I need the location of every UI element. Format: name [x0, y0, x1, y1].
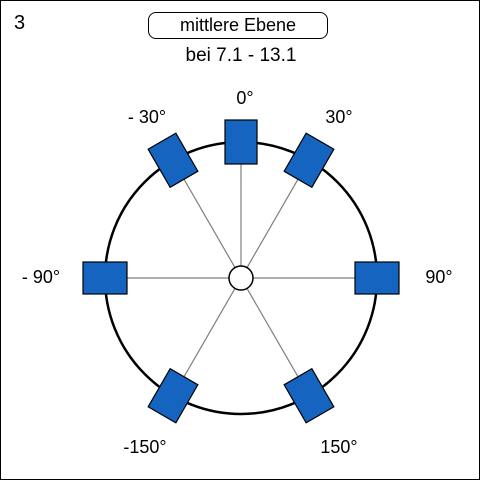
speaker-label-0: 0° — [236, 88, 253, 108]
speaker-m30 — [147, 132, 199, 189]
listener-position — [228, 265, 254, 291]
speaker-m90 — [82, 261, 128, 295]
subtitle: bei 7.1 - 13.1 — [185, 45, 297, 66]
speaker-label-m150: -150° — [123, 437, 166, 457]
speaker-label-30: 30° — [325, 107, 352, 127]
speaker-150 — [283, 367, 335, 424]
speaker-0 — [224, 119, 258, 165]
speaker-30 — [283, 132, 335, 189]
speaker-m150 — [147, 367, 199, 424]
page-number: 3 — [14, 12, 26, 34]
speaker-label-m90: - 90° — [22, 267, 60, 287]
speaker-90 — [354, 261, 400, 295]
speaker-label-150: 150° — [320, 437, 357, 457]
speaker-label-m30: - 30° — [128, 107, 166, 127]
title-box: mittlere Ebene — [148, 12, 328, 39]
title: mittlere Ebene — [179, 15, 297, 35]
speaker-label-90: 90° — [425, 267, 452, 287]
